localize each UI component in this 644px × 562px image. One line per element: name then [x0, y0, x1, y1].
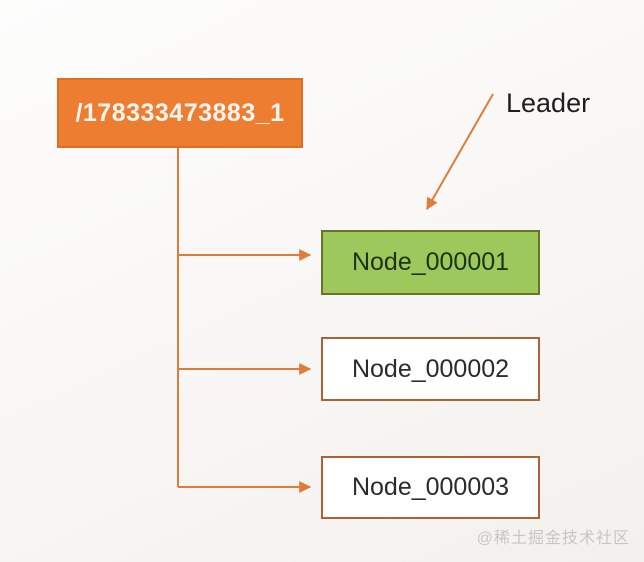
node-label: Node_000001 [351, 248, 510, 276]
node-box-000001: Node_000001 [321, 230, 540, 295]
leader-label: Leader [506, 88, 591, 118]
leader-annotation-arrow [426, 93, 494, 211]
node-box-000002: Node_000002 [321, 337, 540, 401]
root-node-box: /178333473883_1 [57, 78, 303, 148]
root-node-label: /178333473883_1 [75, 98, 285, 127]
node-label: Node_000003 [351, 473, 510, 501]
node-box-000003: Node_000003 [321, 456, 540, 519]
node-label: Node_000002 [351, 354, 510, 383]
watermark-text: @稀土掘金技术社区 [476, 530, 630, 547]
